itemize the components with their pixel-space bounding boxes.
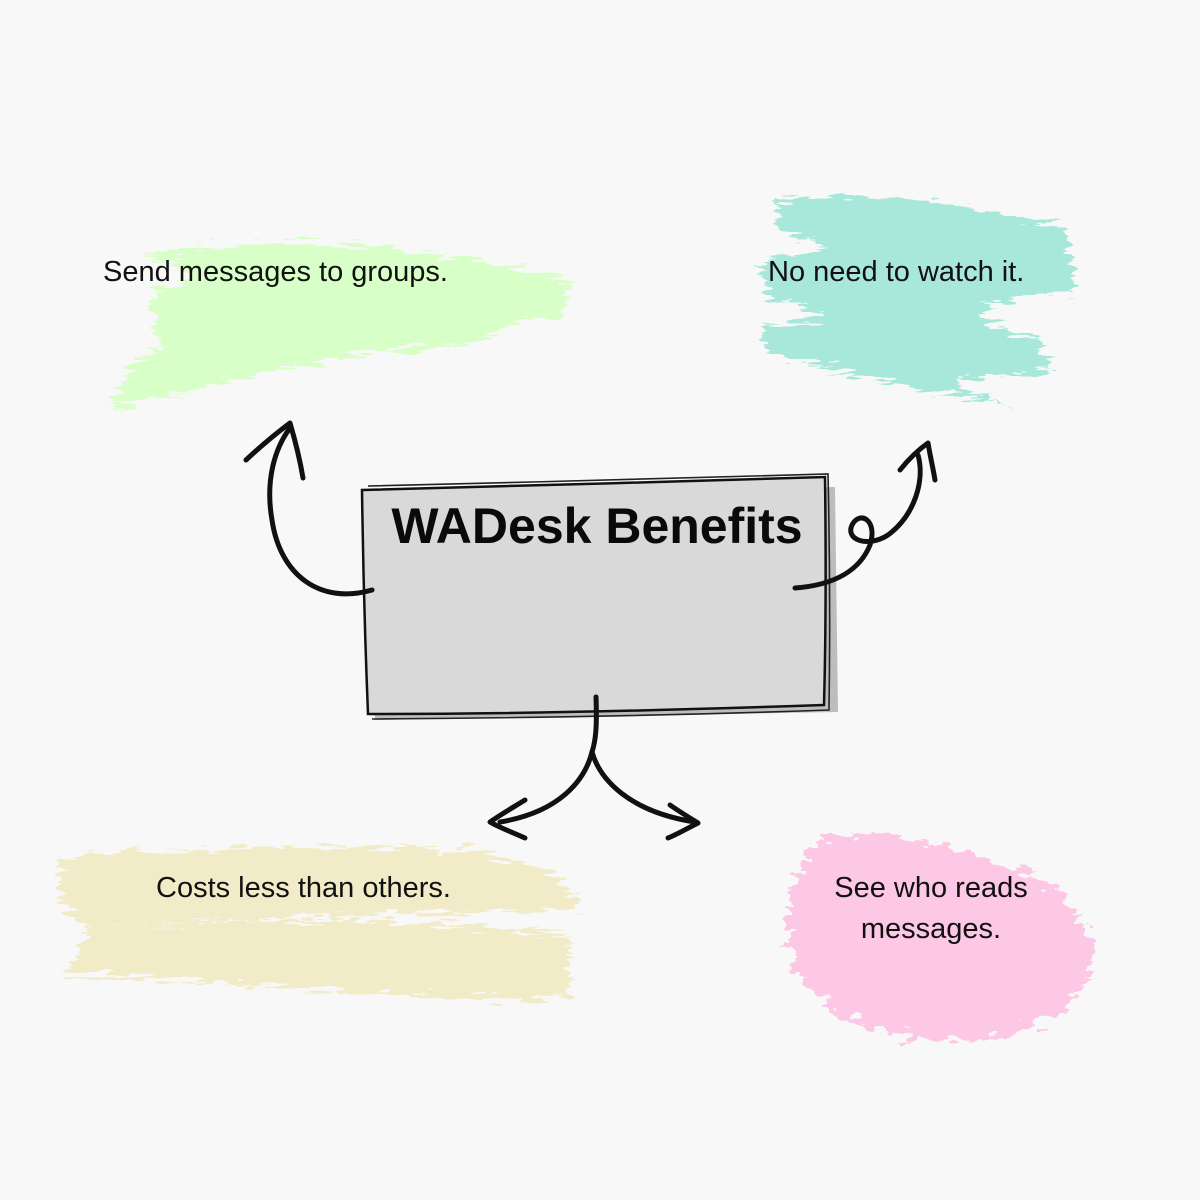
center-box-sketch-line [367, 473, 831, 720]
arrow-to-top-right [792, 440, 938, 591]
brush-bottom-right [786, 834, 1092, 1041]
brush-top-right [760, 196, 1075, 405]
arrow-to-bottom [487, 694, 701, 841]
brush-bottom-left [60, 846, 580, 1000]
node-label-top-left: Send messages to groups. [103, 256, 448, 288]
brush-top-left [110, 243, 575, 410]
node-label-bottom-left: Costs less than others. [156, 872, 451, 904]
center-box [360, 475, 827, 716]
node-label-top-right: No need to watch it. [768, 256, 1025, 288]
node-label-bottom-right: See who reads messages. [834, 872, 1028, 946]
diagram-title: WADesk Benefits [391, 498, 803, 554]
arrow-to-top-left [243, 420, 375, 597]
